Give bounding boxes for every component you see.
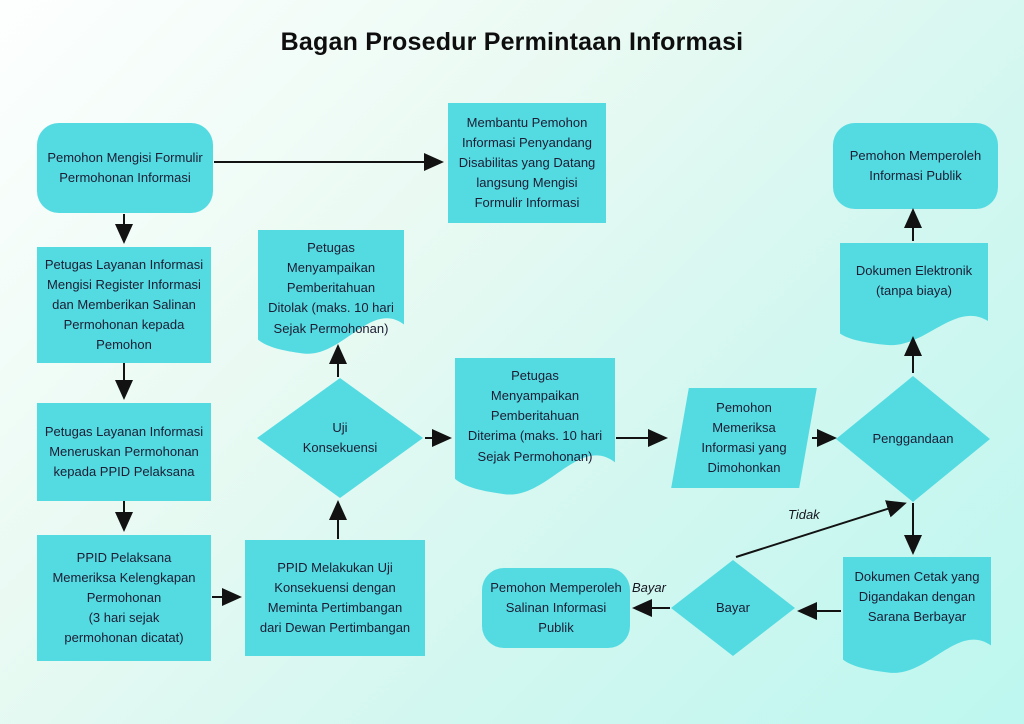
node-label: Bayar (716, 599, 750, 615)
node-label: Uji Konsekuensi (302, 419, 378, 455)
node-ppid-memeriksa-kelengkapan: PPID Pelaksana Memeriksa Kelengkapan Per… (37, 535, 211, 661)
edge-label-tidak: Tidak (788, 507, 820, 522)
node-label: Petugas Layanan Informasi Meneruskan Per… (44, 423, 204, 480)
node-label: Petugas Menyampaikan Pemberitahuan Ditol… (268, 240, 394, 336)
document-shape (843, 557, 991, 673)
node-pemberitahuan-ditolak: Petugas Menyampaikan Pemberitahuan Ditol… (258, 230, 404, 356)
node-label: Petugas Layanan Informasi Mengisi Regist… (44, 256, 204, 353)
node-label: Pemohon Mengisi Formulir Permohonan Info… (47, 149, 203, 185)
node-label: Dokumen Elektronik (tanpa biaya) (855, 263, 973, 299)
node-dokumen-cetak-berbayar: Dokumen Cetak yang Digandakan dengan Sar… (843, 557, 991, 675)
node-petugas-meneruskan-permohonan: Petugas Layanan Informasi Meneruskan Per… (37, 403, 211, 501)
node-ppid-melakukan-uji-konsekuensi: PPID Melakukan Uji Konsekuensi dengan Me… (245, 540, 425, 656)
node-label: Petugas Menyampaikan Pemberitahuan Diter… (467, 368, 603, 464)
document-shape (455, 358, 615, 495)
node-label: Pemohon Memperoleh Salinan Informasi Pub… (490, 579, 622, 636)
node-label: PPID Melakukan Uji Konsekuensi dengan Me… (259, 559, 411, 636)
node-label: Membantu Pemohon Informasi Penyandang Di… (458, 114, 596, 211)
node-pemohon-memperoleh-informasi-publik: Pemohon Memperoleh Informasi Publik (833, 123, 998, 209)
node-decision-penggandaan: Penggandaan (836, 376, 990, 502)
page-title: Bagan Prosedur Permintaan Informasi (280, 28, 744, 56)
node-decision-bayar: Bayar (671, 560, 795, 656)
node-label: Pemohon Memperoleh Informasi Publik (849, 147, 982, 183)
document-shape (258, 230, 404, 354)
node-membantu-pemohon-disabilitas: Membantu Pemohon Informasi Penyandang Di… (448, 103, 606, 223)
node-decision-uji-konsekuensi: Uji Konsekuensi (257, 378, 423, 498)
node-petugas-mengisi-register: Petugas Layanan Informasi Mengisi Regist… (37, 247, 211, 363)
node-dokumen-elektronik: Dokumen Elektronik (tanpa biaya) (840, 243, 988, 347)
node-label: Pemohon Memeriksa Informasi yang Dimohon… (701, 399, 787, 476)
node-label: Dokumen Cetak yang Digandakan dengan Sar… (854, 569, 980, 625)
node-label: PPID Pelaksana Memeriksa Kelengkapan Per… (52, 549, 196, 646)
edge-label-bayar: Bayar (632, 580, 666, 595)
node-pemohon-mengisi-formulir: Pemohon Mengisi Formulir Permohonan Info… (37, 123, 213, 213)
document-shape (840, 243, 988, 346)
node-label: Penggandaan (872, 430, 954, 446)
node-pemohon-memperoleh-salinan: Pemohon Memperoleh Salinan Informasi Pub… (482, 568, 630, 648)
node-pemberitahuan-diterima: Petugas Menyampaikan Pemberitahuan Diter… (455, 358, 615, 497)
node-pemohon-memeriksa-informasi: Pemohon Memeriksa Informasi yang Dimohon… (680, 388, 808, 488)
